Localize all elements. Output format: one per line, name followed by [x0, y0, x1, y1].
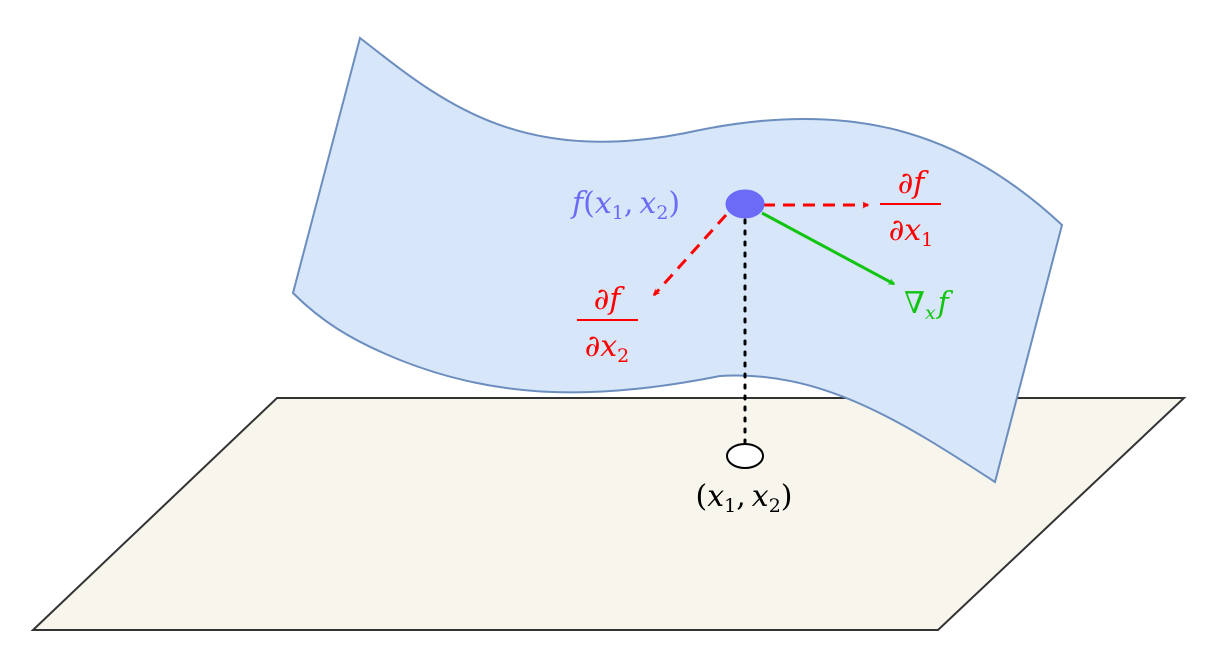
function-value-point [725, 189, 765, 219]
partial-x1-denominator: ∂x1 [889, 213, 934, 251]
input-plane [30, 397, 1187, 631]
function-value-label: f(x1,x2) [570, 186, 680, 224]
gradient-arrow [761, 211, 896, 286]
partial-x2-denominator: ∂x2 [585, 329, 630, 367]
input-point-label: (x1,x2) [695, 479, 792, 517]
input-point [726, 443, 764, 469]
function-surface [291, 36, 1064, 484]
partial-x2-arrow [652, 213, 728, 297]
